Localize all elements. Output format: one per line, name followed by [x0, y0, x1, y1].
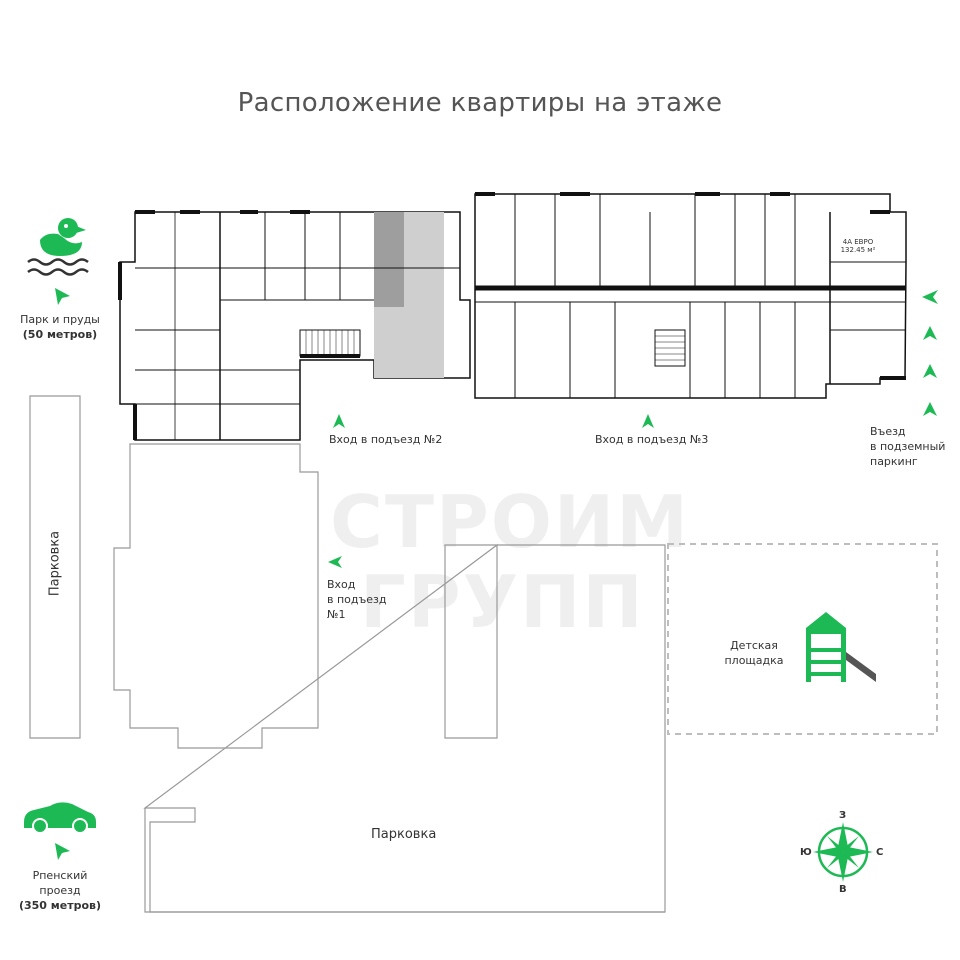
compass-west: Ю	[800, 847, 812, 858]
compass-rose-icon	[813, 822, 873, 882]
park-name: Парк и пруды	[20, 313, 100, 326]
parking-entry-line3: паркинг	[870, 455, 918, 468]
entrance-1-label: Вход в подъезд №1	[327, 577, 387, 622]
playground-line1: Детская	[730, 639, 778, 652]
apartment-area: 132.45 м²	[840, 246, 876, 254]
parking-entry-line2: в подземный	[870, 440, 946, 453]
compass-north: З	[839, 810, 847, 821]
compass-south: В	[839, 884, 847, 895]
car-icon	[24, 802, 96, 834]
floor-plan-building	[118, 192, 907, 441]
entrance-1-line1: Вход	[327, 578, 356, 591]
entrance-1-line2: в подъезд	[327, 593, 387, 606]
parking-bottom-label: Парковка	[371, 827, 437, 842]
playground-line2: площадка	[724, 654, 784, 667]
park-label: Парк и пруды (50 метров)	[10, 312, 110, 342]
entrance-1-line3: №1	[327, 608, 346, 621]
entrance-2-label: Вход в подъезд №2	[329, 433, 443, 446]
playground-label: Детская площадка	[718, 638, 790, 668]
road-label: Рпенский проезд (350 метров)	[5, 868, 115, 913]
parking-entry-label: Въезд в подземный паркинг	[870, 424, 945, 469]
parking-left-label: Парковка	[47, 530, 63, 597]
park-distance: (50 метров)	[22, 328, 98, 341]
duck-icon	[40, 218, 86, 256]
watermark-line1: СТРОИМ	[330, 480, 690, 564]
compass-east: С	[876, 847, 884, 858]
playground-area	[667, 543, 938, 735]
watermark-line2: ГРУПП	[360, 560, 645, 644]
road-distance: (350 метров)	[18, 899, 102, 912]
arrow-icon	[55, 288, 938, 860]
building-1-outline	[113, 443, 319, 749]
parking-entry-line1: Въезд	[870, 425, 906, 438]
parking-left-area	[29, 395, 81, 739]
page-title: Расположение квартиры на этаже	[237, 88, 723, 118]
water-waves-icon	[27, 258, 89, 276]
playground-icon	[806, 612, 876, 682]
parking-bottom-area	[143, 543, 666, 913]
apartment-type: 4А ЕВРО	[842, 238, 874, 246]
apartment-info: 4А ЕВРО 132.45 м²	[830, 238, 886, 254]
entrance-3-label: Вход в подъезд №3	[595, 433, 709, 446]
road-line1: Рпенский	[32, 869, 88, 882]
road-line2: проезд	[39, 884, 81, 897]
